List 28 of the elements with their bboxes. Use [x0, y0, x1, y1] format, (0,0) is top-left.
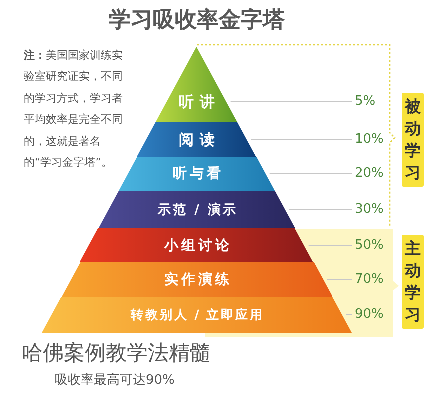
- pyramid-tier: [156, 47, 238, 122]
- pyramid-tier: [118, 157, 276, 191]
- percentage-label: 20%: [355, 165, 384, 183]
- diagram-title: 学习吸收率金字塔: [109, 6, 285, 35]
- percentage-label: 10%: [355, 131, 384, 149]
- percentage-label: 50%: [355, 237, 384, 255]
- pyramid-tier: [98, 191, 296, 228]
- pyramid-tier: [80, 228, 314, 262]
- pyramid-tier: [62, 262, 332, 297]
- pyramid-tier: [42, 297, 352, 333]
- percentage-label: 5%: [355, 93, 376, 111]
- tier-label: 转教别人 / 立即应用: [130, 306, 265, 324]
- percentage-label: 70%: [355, 271, 384, 289]
- note-text: 注：美国国家训练实验室研究证实，不同的学习方式，学习者平均效率是完全不同的，这就是著名的“学习金字塔”。: [24, 48, 124, 172]
- pyramid-tier: [137, 122, 257, 157]
- subtitle-text: 吸收率最高可达90%: [55, 372, 175, 389]
- percentage-label: 30%: [355, 201, 384, 219]
- percentage-label: 90%: [355, 306, 384, 324]
- category-tag: 被动学习: [402, 93, 424, 187]
- tier-label: 听与看: [172, 165, 224, 183]
- tier-label: 听讲: [178, 92, 221, 112]
- tier-label: 阅读: [178, 130, 221, 150]
- tier-label: 小组讨论: [163, 237, 232, 255]
- tier-label: 实作演练: [163, 271, 232, 289]
- diagram-caption: 哈佛案例教学法精髓: [22, 340, 211, 366]
- tier-label: 示范 / 演示: [156, 202, 238, 218]
- category-tag: 主动学习: [402, 235, 424, 329]
- leader-line: [346, 314, 352, 316]
